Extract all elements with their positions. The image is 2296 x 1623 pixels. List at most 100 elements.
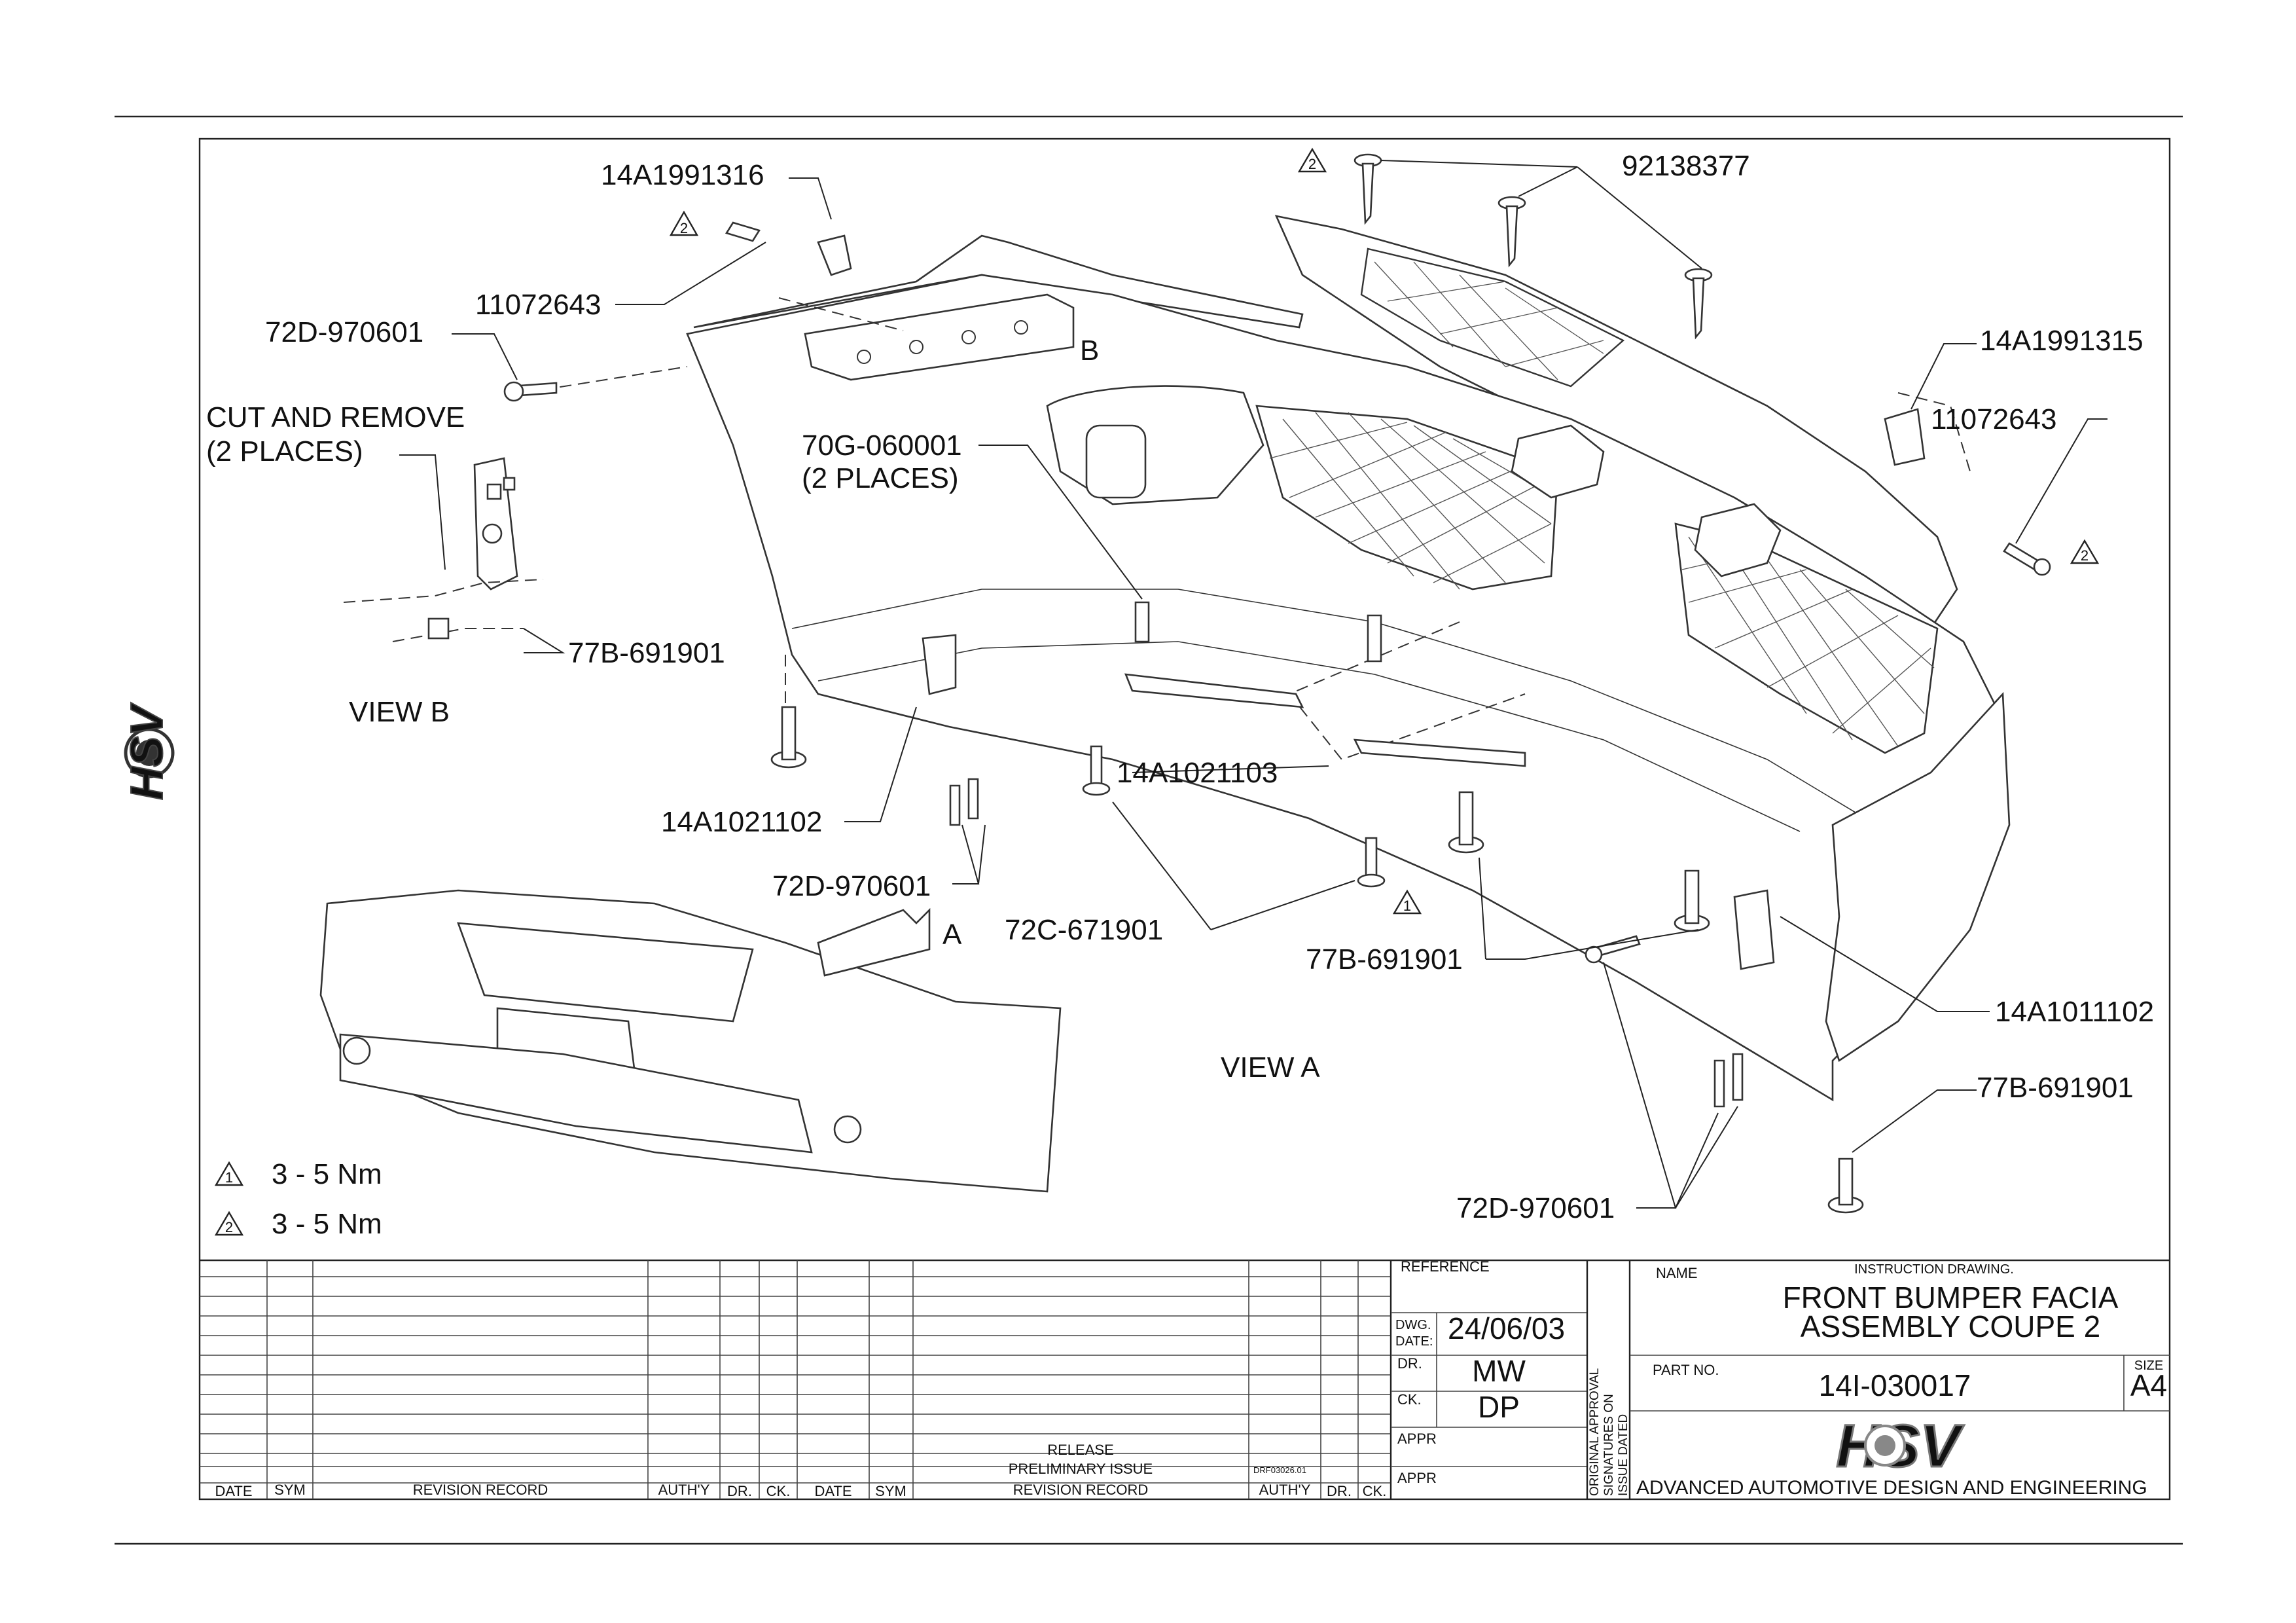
release-label: RELEASE (1047, 1442, 1114, 1458)
view-b-break-1 (343, 579, 544, 603)
label-14a1991316: 14A1991316 (601, 159, 764, 191)
svg-text:2: 2 (680, 220, 688, 236)
company-name: ADVANCED AUTOMOTIVE DESIGN AND ENGINEERI… (1636, 1477, 2147, 1499)
label-view-b-marker: B (1080, 335, 1099, 367)
rev-header-record: REVISION RECORD (413, 1482, 548, 1498)
label-77b691901-viewb: 77B-691901 (568, 637, 725, 669)
label-70g060001-places: (2 PLACES) (802, 462, 959, 494)
dwg-date: 24/06/03 (1448, 1311, 1565, 1345)
checked-by-value: DP (1478, 1390, 1520, 1424)
rev-header-record-2: REVISION RECORD (1013, 1482, 1149, 1498)
name-label: NAME (1656, 1265, 1698, 1281)
screw-head-72d-topleft (503, 381, 524, 402)
drawing-title-1: FRONT BUMPER FACIA (1783, 1281, 2119, 1315)
approval-note-2: SIGNATURES ON (1602, 1394, 1616, 1496)
drawn-by-label: DR. (1397, 1355, 1422, 1372)
preliminary-issue: PRELIMINARY ISSUE (1009, 1461, 1153, 1477)
label-14a1991315: 14A1991315 (1980, 325, 2144, 357)
approved-label-2: APPR (1397, 1470, 1437, 1486)
rail-clips (857, 320, 1028, 364)
torque-triangle-4: 1 (1392, 889, 1422, 915)
assembly-line-5 (1897, 392, 1971, 472)
grille-mesh-right (1674, 522, 1939, 754)
rev-header-dr-2: DR. (1327, 1483, 1352, 1499)
pin-70g-left (1134, 601, 1150, 643)
label-view-a-marker: A (942, 919, 962, 951)
rev-header-authy: AUTH'Y (658, 1482, 710, 1498)
grille-bracket-left (1511, 424, 1605, 499)
label-72d970601-mid: 72D-970601 (772, 870, 931, 902)
label-cut-remove-places: (2 PLACES) (206, 435, 363, 467)
rev-header-ck: CK. (766, 1483, 791, 1499)
rev-header-ck-2: CK. (1363, 1483, 1387, 1499)
view-b-slot-2 (503, 477, 516, 491)
label-cut-remove: CUT AND REMOVE (206, 401, 465, 433)
label-72c671901: 72C-671901 (1005, 914, 1163, 946)
label-77b691901-center: 77B-691901 (1306, 943, 1463, 976)
torque-legend-text-1: 3 - 5 Nm (272, 1158, 382, 1190)
dwg-label: DWG. (1395, 1318, 1431, 1332)
thumbnail-fog-right-icon (833, 1115, 862, 1144)
view-b-clip (427, 617, 450, 640)
view-b-hole (482, 523, 503, 544)
label-14a1021103: 14A1021103 (1117, 757, 1278, 789)
torque-legend-triangle-2 (214, 1211, 244, 1236)
reference-label: REFERENCE (1401, 1258, 1490, 1275)
callout-triangles: 2 2 2 1 (669, 147, 2100, 915)
side-logo-lion-icon (136, 740, 162, 766)
label-11072643-left: 11072643 (475, 289, 601, 321)
svg-text:2: 2 (2081, 547, 2089, 564)
screw-head-right (2033, 558, 2051, 576)
screw-14a1991316 (725, 221, 761, 242)
revision-grid (200, 1260, 1392, 1499)
torque-legend-symbol-2: 2 (225, 1219, 233, 1235)
drawing-frame (198, 137, 2171, 1501)
rev-header-authy-2: AUTH'Y (1259, 1482, 1311, 1498)
leader-lines (399, 160, 2108, 1209)
bumper-main-view (523, 215, 2011, 1102)
thumbnail-lower-grille (339, 1033, 813, 1154)
grille-mesh-left (1255, 405, 1559, 591)
label-14a1021102: 14A1021102 (661, 806, 822, 838)
size-label: SIZE (2134, 1359, 2163, 1373)
upper-mount-rail (804, 293, 1075, 381)
bracket-14a1021103-right (1353, 739, 1526, 767)
bracket-14a1021103-left (1124, 673, 1304, 708)
hsv-logo: HSV (1835, 1412, 1965, 1481)
label-77b691901-right: 77B-691901 (1977, 1072, 2134, 1104)
torque-legend-text-2: 3 - 5 Nm (272, 1208, 382, 1240)
assembly-line-1 (778, 297, 904, 331)
rev-header-date-2: DATE (814, 1483, 852, 1499)
form-code: DRF03026.01 (1253, 1465, 1306, 1475)
clip-14a1991315 (1884, 408, 1926, 466)
side-logo: HSV (120, 702, 175, 801)
approval-note-3: ISSUE DATED (1617, 1414, 1630, 1496)
bracket-14a1011102 (1733, 889, 1775, 970)
part-labels: 14A1991316 11072643 72D-970601 CUT AND R… (206, 150, 2154, 1224)
thumbnail-fog-left-icon (342, 1036, 371, 1065)
label-72d970601-topleft: 72D-970601 (265, 316, 423, 348)
label-92138377: 92138377 (1622, 150, 1750, 182)
approved-label-1: APPR (1397, 1431, 1437, 1447)
label-72d970601-bottom: 72D-970601 (1456, 1192, 1615, 1224)
view-b-detail (343, 457, 544, 642)
torque-triangle-3: 2 (2070, 539, 2100, 564)
view-b-break-2 (392, 628, 524, 642)
torque-legend-symbol-1: 1 (225, 1169, 233, 1186)
title-block: DATE SYM REVISION RECORD AUTH'Y DR. CK. … (200, 1258, 2170, 1499)
view-b-slot-1 (486, 483, 502, 500)
label-14a1011102: 14A1011102 (1995, 996, 2154, 1028)
drawing-title-2: ASSEMBLY COUPE 2 (1801, 1309, 2100, 1343)
torque-triangle-2: 2 (1297, 147, 1327, 173)
drawing-type: INSTRUCTION DRAWING. (1854, 1262, 2014, 1277)
revision-headers: DATE SYM REVISION RECORD AUTH'Y DR. CK. … (215, 1482, 1386, 1499)
view-b-bracket (473, 457, 518, 591)
pin-70g-right (1367, 614, 1382, 663)
grille-mesh-upper-pattern (1374, 261, 1604, 380)
screws-72c (1082, 745, 1386, 888)
view-a-arrow-icon (817, 907, 931, 977)
bracket-14a1021102 (922, 634, 957, 695)
screws-92138377 (1354, 153, 1713, 340)
bumper-overview-thumbnail (319, 889, 1062, 1193)
grille-bracket-right (1694, 503, 1782, 577)
